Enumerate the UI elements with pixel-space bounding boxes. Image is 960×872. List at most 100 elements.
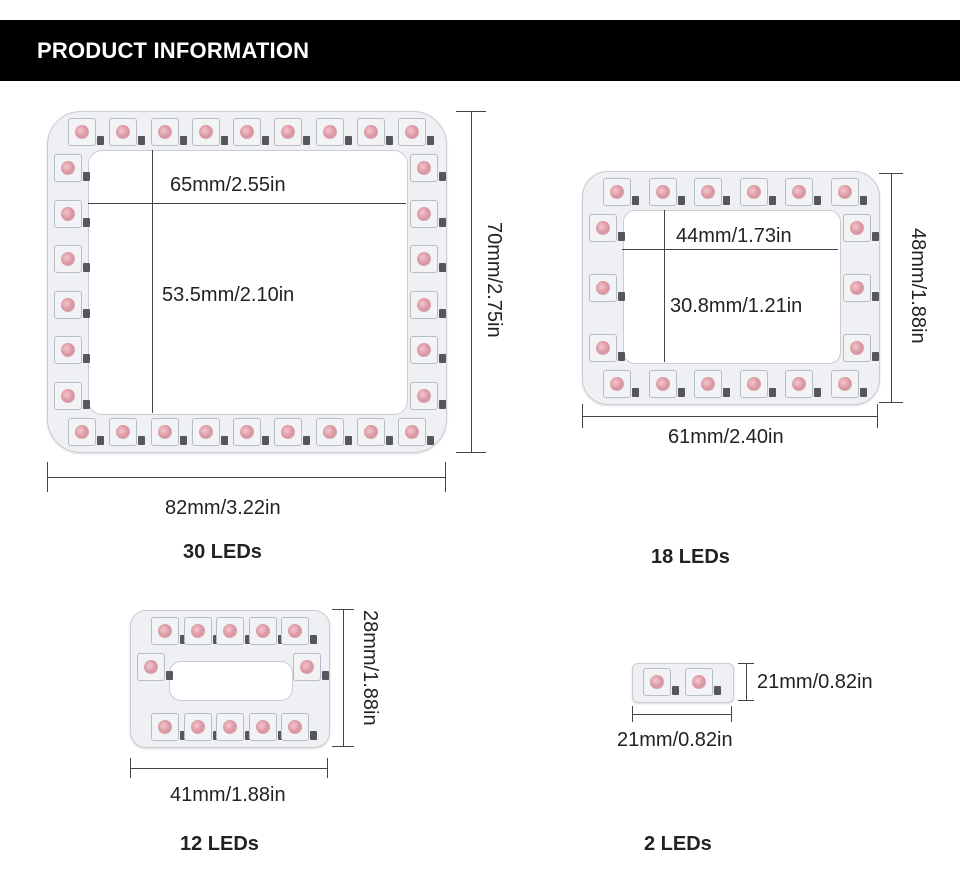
led-chip bbox=[831, 178, 859, 206]
outer-height-tick-bottom bbox=[879, 402, 903, 403]
capacitor-pad bbox=[618, 352, 625, 361]
capacitor-pad bbox=[303, 136, 310, 145]
led-chip bbox=[316, 418, 344, 446]
outer-width-label: 61mm/2.40in bbox=[668, 426, 784, 448]
outer-width-tick-left bbox=[632, 706, 633, 722]
led-chip bbox=[643, 668, 671, 696]
led-chip bbox=[216, 713, 244, 741]
led-chip bbox=[233, 418, 261, 446]
outer-height-tick-top bbox=[456, 111, 486, 112]
capacitor-pad bbox=[180, 136, 187, 145]
led-chip bbox=[54, 382, 82, 410]
outer-height-line bbox=[343, 609, 344, 747]
led-chip bbox=[357, 418, 385, 446]
led-chip bbox=[410, 382, 438, 410]
led-chip bbox=[184, 713, 212, 741]
inner-height-label: 30.8mm/1.21in bbox=[670, 295, 803, 317]
capacitor-pad bbox=[386, 136, 393, 145]
led-chip bbox=[357, 118, 385, 146]
capacitor-pad bbox=[83, 309, 90, 318]
capacitor-pad bbox=[345, 136, 352, 145]
led-chip bbox=[151, 713, 179, 741]
inner-width-line bbox=[622, 249, 838, 250]
inner-width-line bbox=[88, 203, 406, 204]
outer-height-line bbox=[891, 173, 892, 403]
led-chip bbox=[109, 118, 137, 146]
capacitor-pad bbox=[872, 232, 879, 241]
board-cutout bbox=[623, 210, 841, 364]
led-chip bbox=[694, 178, 722, 206]
inner-width-label: 65mm/2.55in bbox=[170, 174, 286, 196]
capacitor-pad bbox=[221, 436, 228, 445]
outer-width-line bbox=[582, 416, 878, 417]
product-caption: 30 LEDs bbox=[183, 541, 262, 563]
capacitor-pad bbox=[386, 436, 393, 445]
outer-width-line bbox=[632, 714, 732, 715]
capacitor-pad bbox=[97, 136, 104, 145]
capacitor-pad bbox=[814, 388, 821, 397]
board-cutout bbox=[169, 661, 293, 701]
capacitor-pad bbox=[769, 196, 776, 205]
inner-height-line bbox=[664, 210, 665, 362]
led-chip bbox=[410, 245, 438, 273]
led-chip bbox=[54, 336, 82, 364]
capacitor-pad bbox=[83, 263, 90, 272]
capacitor-pad bbox=[439, 172, 446, 181]
led-chip bbox=[410, 336, 438, 364]
led-chip bbox=[293, 653, 321, 681]
header-banner: PRODUCT INFORMATION bbox=[0, 20, 960, 81]
capacitor-pad bbox=[245, 731, 252, 740]
product-caption: 2 LEDs bbox=[644, 833, 712, 855]
led-chip bbox=[68, 118, 96, 146]
capacitor-pad bbox=[632, 388, 639, 397]
capacitor-pad bbox=[872, 352, 879, 361]
led-board-18 bbox=[582, 171, 880, 405]
capacitor-pad bbox=[345, 436, 352, 445]
led-chip bbox=[316, 118, 344, 146]
capacitor-pad bbox=[678, 196, 685, 205]
capacitor-pad bbox=[678, 388, 685, 397]
led-chip bbox=[109, 418, 137, 446]
capacitor-pad bbox=[672, 686, 679, 695]
led-chip bbox=[249, 617, 277, 645]
led-chip bbox=[233, 118, 261, 146]
led-chip bbox=[410, 291, 438, 319]
capacitor-pad bbox=[769, 388, 776, 397]
led-chip bbox=[410, 200, 438, 228]
capacitor-pad bbox=[618, 232, 625, 241]
capacitor-pad bbox=[180, 436, 187, 445]
capacitor-pad bbox=[303, 436, 310, 445]
capacitor-pad bbox=[138, 436, 145, 445]
capacitor-pad bbox=[618, 292, 625, 301]
capacitor-pad bbox=[439, 218, 446, 227]
led-chip bbox=[216, 617, 244, 645]
led-chip bbox=[192, 118, 220, 146]
capacitor-pad bbox=[83, 172, 90, 181]
capacitor-pad bbox=[427, 136, 434, 145]
led-chip bbox=[785, 370, 813, 398]
led-chip bbox=[54, 154, 82, 182]
led-chip bbox=[274, 418, 302, 446]
capacitor-pad bbox=[723, 196, 730, 205]
led-chip bbox=[831, 370, 859, 398]
led-chip bbox=[54, 200, 82, 228]
led-chip bbox=[785, 178, 813, 206]
led-chip bbox=[589, 274, 617, 302]
led-board-30 bbox=[47, 111, 447, 453]
inner-height-label: 53.5mm/2.10in bbox=[162, 284, 295, 306]
outer-height-line bbox=[746, 663, 747, 701]
outer-height-tick-top bbox=[879, 173, 903, 174]
led-chip bbox=[649, 370, 677, 398]
capacitor-pad bbox=[860, 196, 867, 205]
outer-width-tick-left bbox=[582, 404, 583, 428]
led-chip bbox=[685, 668, 713, 696]
led-chip bbox=[274, 118, 302, 146]
outer-width-tick-left bbox=[130, 758, 131, 778]
led-chip bbox=[151, 617, 179, 645]
outer-height-label: 48mm/1.88in bbox=[907, 228, 929, 344]
capacitor-pad bbox=[310, 635, 317, 644]
led-chip bbox=[68, 418, 96, 446]
outer-width-line bbox=[47, 477, 446, 478]
capacitor-pad bbox=[439, 354, 446, 363]
led-chip bbox=[649, 178, 677, 206]
